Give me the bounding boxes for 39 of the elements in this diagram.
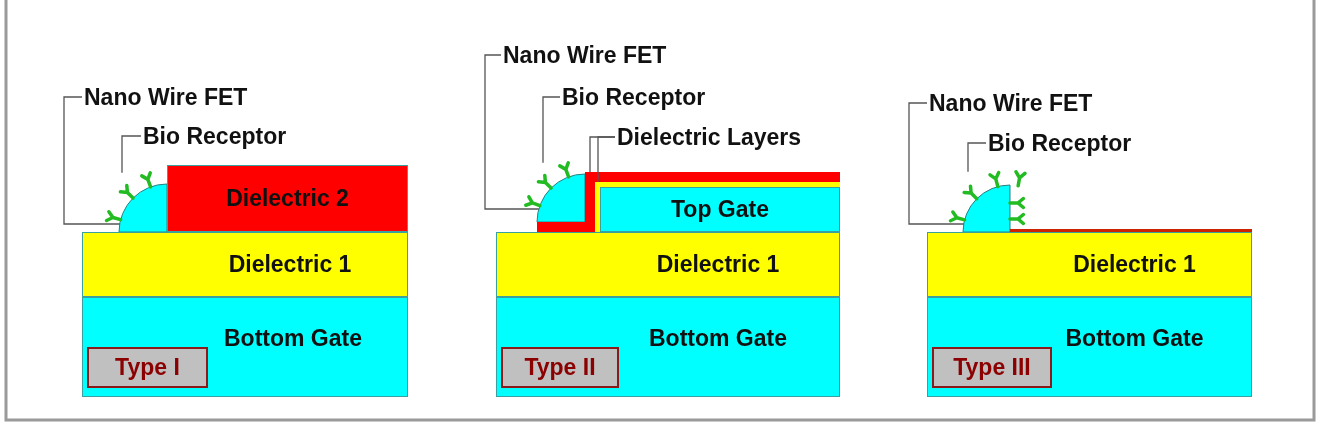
dielectric-layer <box>496 232 840 297</box>
leader-line <box>967 142 987 173</box>
nanowire-dome <box>962 184 1011 233</box>
layer-label: Top Gate <box>671 196 769 223</box>
leader-label: Nano Wire FET <box>929 90 1093 116</box>
layer-label: Bottom Gate <box>1065 324 1204 352</box>
layer-label: Dielectric 2 <box>226 185 349 212</box>
layer-label: Dielectric 1 <box>656 251 780 278</box>
leader-line <box>597 136 616 183</box>
bio-receptor-drawing <box>948 170 1027 226</box>
bio-receptor-drawing <box>104 171 153 223</box>
type-label: Type III <box>932 347 1052 388</box>
leader-line <box>542 96 561 164</box>
leader-label: Nano Wire FET <box>503 42 667 68</box>
leader-line <box>121 135 142 174</box>
type-label: Type I <box>87 347 208 388</box>
dielectric-layer <box>82 232 408 297</box>
leader-line <box>908 102 965 225</box>
gate-layer <box>927 297 1252 397</box>
nanowire-dome <box>118 183 168 233</box>
leader-line <box>484 54 540 210</box>
gate-layer <box>496 297 840 397</box>
dielectric-layer <box>537 172 840 232</box>
layer-label: Bottom Gate <box>649 324 787 352</box>
dielectric-layer <box>167 165 408 232</box>
leader-label: Bio Receptor <box>143 123 287 149</box>
gate-layer <box>82 297 408 397</box>
leader-label: Nano Wire FET <box>84 84 248 110</box>
leader-label: Bio Receptor <box>988 130 1132 156</box>
layer-label: Bottom Gate <box>224 324 362 352</box>
leader-label: Dielectric Layers <box>617 124 802 150</box>
type-label: Type II <box>501 347 619 388</box>
layer-label: Dielectric 1 <box>1073 251 1196 278</box>
layer-label: Dielectric 1 <box>228 251 352 278</box>
dielectric-layer <box>1010 229 1252 232</box>
bio-receptor-drawing <box>524 161 571 208</box>
leader-label: Bio Receptor <box>562 84 706 110</box>
dielectric-layer <box>927 232 1252 297</box>
nanowire-dome <box>536 173 586 223</box>
